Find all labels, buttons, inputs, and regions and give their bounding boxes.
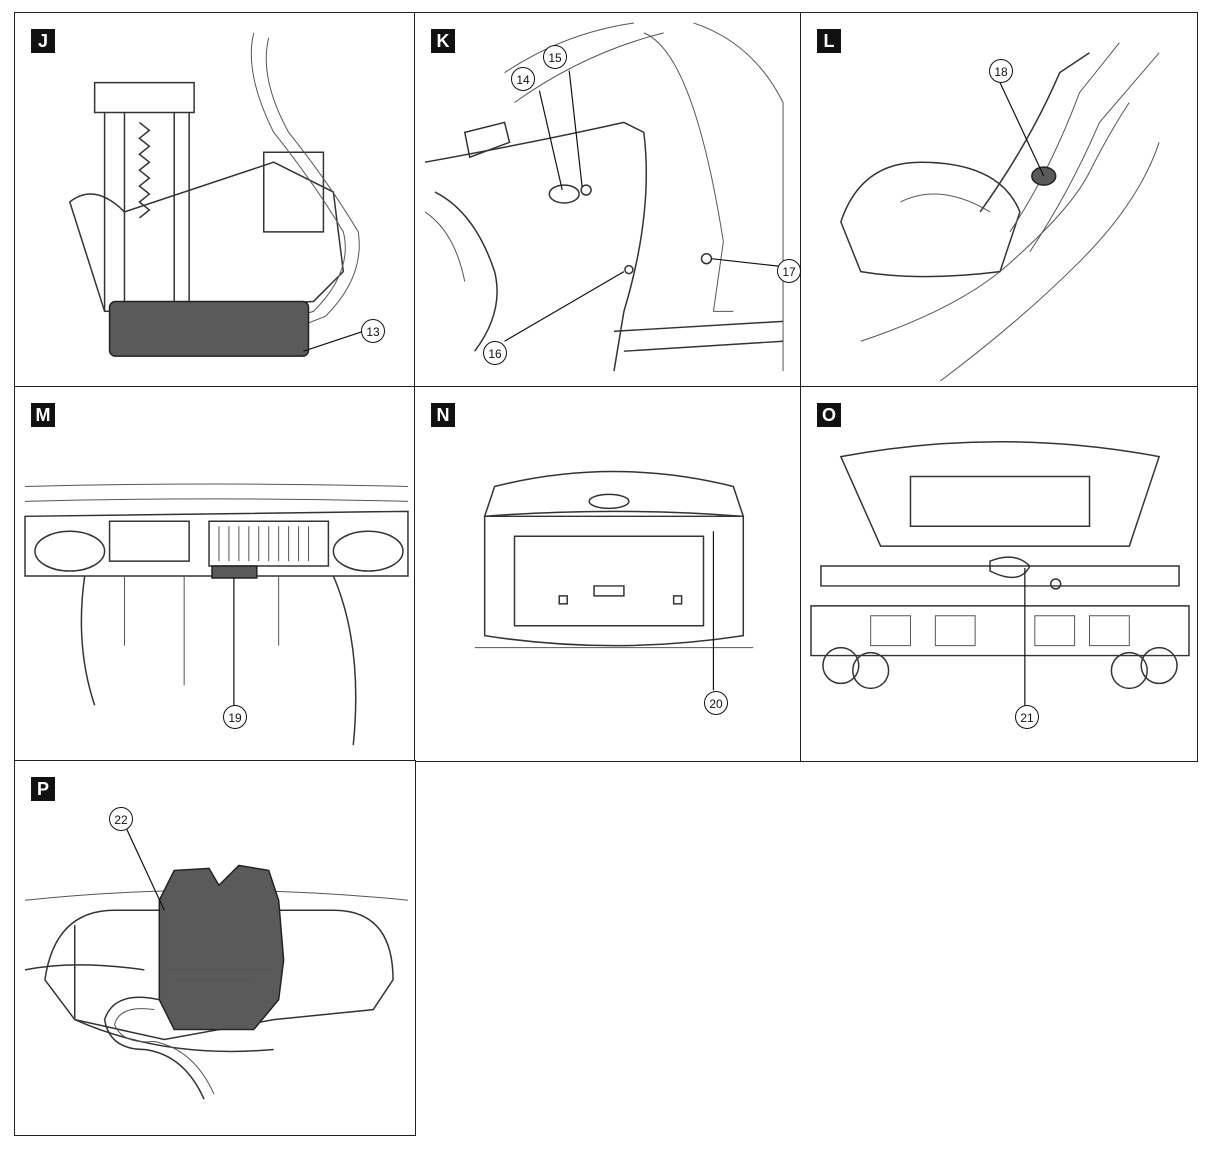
panel-j: J 13: [14, 12, 416, 388]
panel-k: K 14 15 16 17: [414, 12, 802, 388]
callout-19: 19: [223, 705, 247, 729]
callout-18: 18: [989, 59, 1013, 83]
panel-label-p: P: [31, 777, 55, 801]
illustration-n: [474, 470, 754, 691]
illustration-o: [810, 440, 1190, 706]
callout-22: 22: [109, 807, 133, 831]
callout-16: 16: [483, 341, 507, 365]
callout-20: 20: [704, 691, 728, 715]
callout-13: 13: [361, 319, 385, 343]
callout-15: 15: [543, 45, 567, 69]
illustration-l: [840, 42, 1160, 382]
callout-21: 21: [1015, 705, 1039, 729]
panel-label-o: O: [817, 403, 841, 427]
callout-17: 17: [777, 259, 801, 283]
panel-n: N 20: [414, 386, 802, 762]
illustration-p: [24, 828, 409, 1100]
illustration-j: [68, 32, 364, 357]
panel-label-m: M: [31, 403, 55, 427]
panel-o: O 21: [800, 386, 1198, 762]
panel-p: P 22: [14, 760, 416, 1136]
panel-label-l: L: [817, 29, 841, 53]
illustration-m: [24, 483, 409, 746]
panel-label-n: N: [431, 403, 455, 427]
panel-label-k: K: [431, 29, 455, 53]
panel-m: M 19: [14, 386, 416, 762]
callout-14: 14: [511, 67, 535, 91]
panel-label-j: J: [31, 29, 55, 53]
panel-l: L 18: [800, 12, 1198, 388]
illustration-k: [424, 22, 784, 372]
